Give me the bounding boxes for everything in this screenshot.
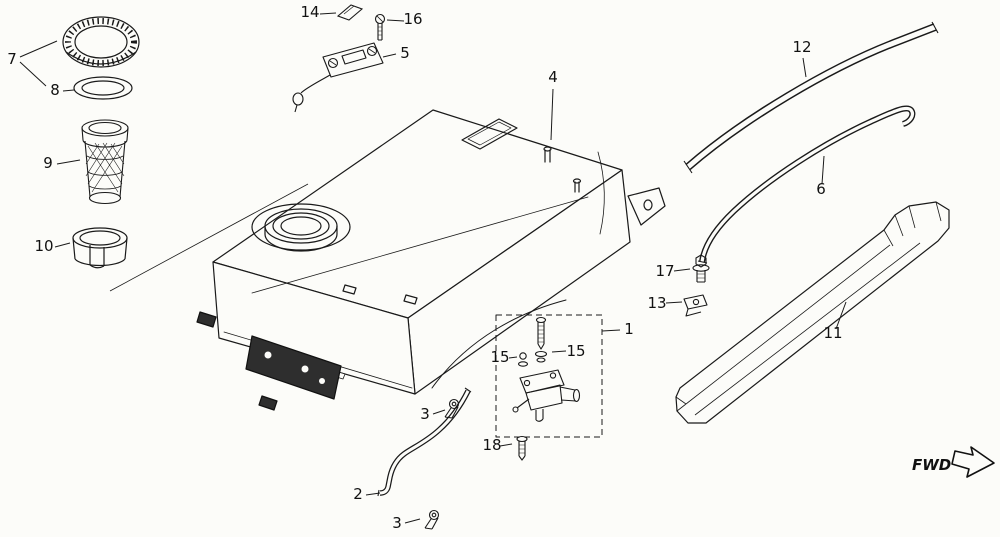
fuel-strainer-drawing [81,119,129,205]
cap-holder-drawing [72,227,128,269]
tube-clip-upper-drawing [444,398,460,419]
callout-12: 12 [792,38,811,56]
fuel-tank-drawing [196,109,666,411]
callout-1: 1 [624,320,634,338]
valve-assembly-dashed-box [495,314,603,438]
fwd-label: FWD [912,456,951,474]
fuel-tube-drawing [377,387,472,497]
valve-screw-drawing [516,435,528,461]
assembly-axis-line [109,183,309,292]
callout-18: 18 [482,436,501,454]
valve-assembly-drawing [495,314,603,438]
fwd-arrow-icon [951,446,995,478]
callout-7: 7 [7,50,17,68]
tank-mount-bracket [196,311,342,411]
callout-8: 8 [50,81,60,99]
callout-4: 4 [548,68,558,86]
latch-bracket-drawing [292,42,384,113]
cap-gasket-drawing [73,76,133,100]
callout-3-upper: 3 [420,405,430,423]
callout-10: 10 [34,237,53,255]
callout-15-left: 15 [490,348,509,366]
side-rail-drawing [675,201,950,424]
leader-lines [19,12,847,524]
callout-11: 11 [823,324,842,342]
upper-strip-drawing [683,21,939,174]
callout-9: 9 [43,154,53,172]
small-bracket-drawing [683,294,708,317]
callout-2: 2 [353,485,363,503]
filler-neck [251,203,351,252]
callout-labels: 7 8 9 10 14 16 5 4 12 6 17 13 11 1 15 15… [7,3,842,532]
callout-13: 13 [647,294,666,312]
top-screw-drawing [374,13,386,41]
tube-clip-lower-drawing [424,509,440,530]
flange-bolt-drawing [692,254,710,283]
callout-15-right: 15 [566,342,585,360]
callout-16: 16 [403,10,422,28]
clip-plate-drawing [336,4,364,21]
callout-14: 14 [300,3,319,21]
fwd-indicator: FWD [912,446,995,478]
fuel-cap-drawing [62,16,140,68]
callout-17: 17 [655,262,674,280]
callout-5: 5 [400,44,410,62]
callout-6: 6 [816,180,826,198]
callout-3-lower: 3 [392,514,402,532]
